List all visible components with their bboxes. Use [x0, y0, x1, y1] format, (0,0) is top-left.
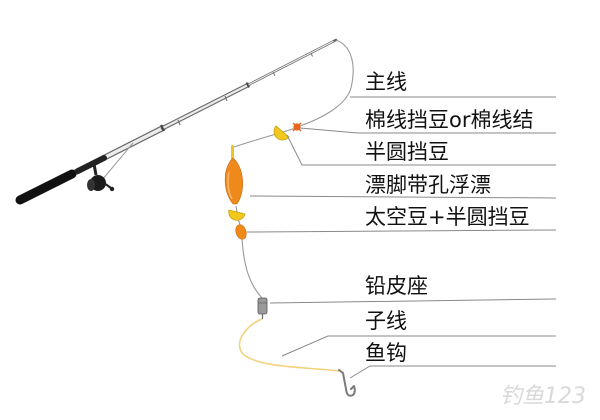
- sinker-seat: [257, 297, 268, 315]
- rod-guide: [177, 119, 181, 126]
- rod-handle: [15, 169, 77, 205]
- label-hook: 鱼钩: [365, 341, 407, 365]
- rod-tip-section-fill: [247, 41, 334, 86]
- callout-lines: [246, 96, 557, 379]
- rod-joint: [160, 124, 165, 132]
- reel-foot: [92, 163, 98, 176]
- half-round-stopper-upper: [273, 125, 290, 141]
- cotton-knot-tail: [292, 122, 302, 132]
- float-icon: [224, 145, 243, 205]
- rod-middle-section-fill: [161, 83, 250, 130]
- space-bean: [235, 224, 247, 240]
- reel-line: [101, 142, 134, 181]
- callout-line-float: [249, 195, 557, 199]
- leader-line: [238, 318, 340, 372]
- rod-guide: [224, 95, 228, 102]
- main-line-to-sinker: [241, 238, 263, 299]
- label-space-bean: 太空豆+半圆挡豆: [365, 205, 530, 229]
- main-line: [299, 39, 354, 127]
- callout-line-space-bean: [246, 229, 557, 233]
- rod-guide: [310, 52, 313, 57]
- main-line-lower: [233, 127, 297, 148]
- hook-icon: [338, 369, 356, 397]
- reel-knob: [109, 186, 115, 192]
- label-cotton-stopper: 棉线挡豆or棉线结: [365, 108, 533, 132]
- callout-line-sinker-seat: [269, 298, 557, 304]
- label-float: 漂脚带孔浮漂: [365, 173, 491, 197]
- rod-joint: [245, 82, 250, 88]
- label-main-line: 主线: [365, 70, 407, 94]
- callout-line-half-round-stopper: [286, 134, 556, 166]
- label-half-round-stopper: 半圆挡豆: [365, 140, 449, 164]
- callout-line-cotton-stopper: [299, 127, 556, 134]
- fishing-rod: [15, 38, 338, 205]
- labels: 主线 棉线挡豆or棉线结 半圆挡豆 漂脚带孔浮漂 太空豆+半圆挡豆 铅皮座 子线…: [365, 70, 533, 365]
- watermark: 钓鱼123: [500, 384, 586, 409]
- half-round-stopper-lower: [228, 209, 246, 221]
- reel-crank: [103, 182, 112, 189]
- cotton-knot-icon: [292, 122, 302, 132]
- label-sinker-seat: 铅皮座: [365, 274, 428, 298]
- rod-reel-seat: [75, 155, 107, 174]
- float-highlight: [227, 171, 233, 200]
- label-leader: 子线: [365, 309, 407, 333]
- sinker-seat-icon: [257, 297, 268, 319]
- callout-line-leader: [281, 335, 556, 357]
- reel-icon: [87, 163, 115, 192]
- callout-line-hook: [349, 365, 556, 379]
- reel-body: [87, 179, 95, 191]
- rod-guide: [272, 71, 276, 77]
